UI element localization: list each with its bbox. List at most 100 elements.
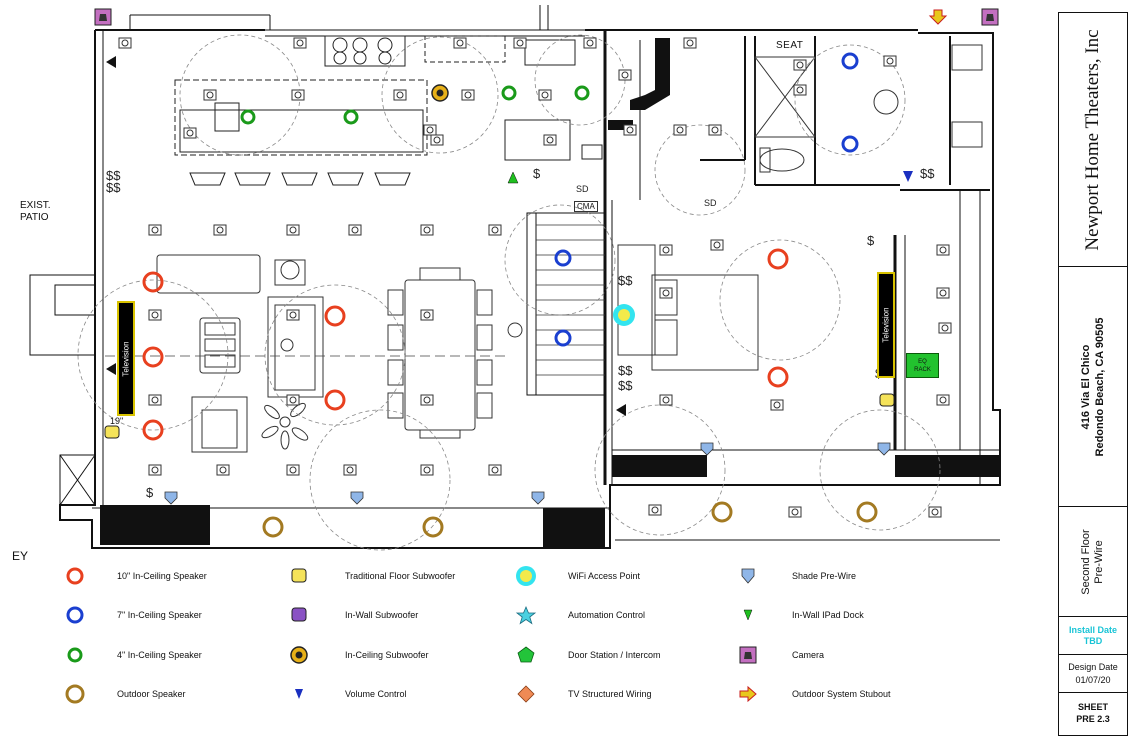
- legend-label: Shade Pre-Wire: [792, 571, 857, 581]
- volume-control: [903, 171, 913, 182]
- legend-label: 4" In-Ceiling Speaker: [117, 650, 202, 660]
- outdoor-stubout: [928, 9, 948, 25]
- legend-label: Volume Control: [345, 689, 407, 699]
- solid-wall-blocks: [100, 38, 1000, 548]
- svg-text:$: $: [533, 166, 541, 181]
- legend-label: Outdoor Speaker: [117, 689, 186, 699]
- cma-label: CMA: [574, 201, 598, 212]
- floor-plan: $$$$ $ $$ $$$$ $ $$ $ $ SD SD: [29, 5, 1001, 551]
- bed: [617, 244, 759, 371]
- ceiling-speaker-10in: [142, 346, 164, 368]
- television-living: Television: [117, 301, 135, 416]
- legend-label: Door Station / Intercom: [568, 650, 661, 660]
- legend-label: Automation Control: [568, 610, 646, 620]
- cameras: [94, 8, 999, 26]
- coverage-circles: [77, 34, 941, 551]
- address-line1: 416 Via El Chico: [1080, 344, 1092, 429]
- ceiling-speaker-10in: [767, 248, 789, 270]
- svg-text:$$: $$: [618, 378, 633, 393]
- design-date-cell: Design Date 01/07/20: [1059, 655, 1127, 693]
- stair-treads: [536, 224, 605, 376]
- ceiling-speaker-4in: [574, 85, 590, 101]
- shade-prewire: [877, 442, 891, 456]
- ceiling-speaker-10in: [324, 305, 346, 327]
- ceiling-speaker-10in: [324, 389, 346, 411]
- floor-subwoofers: [104, 393, 895, 439]
- seat-label: SEAT: [776, 40, 804, 51]
- television-bedroom: Television: [877, 272, 895, 378]
- ceiling-speaker-7in: [841, 135, 859, 153]
- outdoor-speaker: [711, 501, 733, 523]
- address-line2: Redondo Beach, CA 90505: [1094, 317, 1106, 456]
- outdoor-speaker: [422, 516, 444, 538]
- outdoor-speakers: [262, 501, 878, 538]
- sheet-number: PRE 2.3: [1076, 714, 1110, 724]
- legend: 10" In-Ceiling Speaker 7" In-Ceiling Spe…: [0, 560, 1050, 750]
- ceiling-speakers-7in: [554, 52, 859, 347]
- recessed-lights: [118, 37, 952, 518]
- ceiling-speaker-7in-icon: [66, 606, 84, 624]
- automation-control-icon: [515, 605, 537, 625]
- svg-text:$$: $$: [618, 363, 633, 378]
- sheet-title-cell: Second Floor Pre-Wire: [1059, 507, 1127, 617]
- legend-label: Traditional Floor Subwoofer: [345, 571, 456, 581]
- shade-prewire-icon: [741, 568, 755, 584]
- svg-text:$$: $$: [920, 166, 935, 181]
- ceiling-speaker-10in: [142, 271, 164, 293]
- ceiling-speaker-10in-icon: [66, 567, 84, 585]
- sheet-title-line2: Pre-Wire: [1093, 539, 1105, 584]
- svg-text:$$: $$: [618, 273, 633, 288]
- svg-text:$: $: [867, 233, 875, 248]
- door-station-icon: [517, 646, 535, 663]
- ceiling-speaker-4in-icon: [67, 647, 83, 663]
- legend-label: Outdoor System Stubout: [792, 689, 891, 699]
- shade-prewire: [164, 491, 178, 505]
- ceiling-speaker-10in: [767, 366, 789, 388]
- svg-text:$: $: [146, 485, 154, 500]
- television-label: Television: [881, 307, 891, 343]
- television-label: Television: [121, 340, 131, 377]
- kitchen-island: [174, 79, 428, 186]
- outdoor-speaker-icon: [65, 684, 85, 704]
- triangle-markers: [106, 56, 626, 416]
- ceiling-fan: [261, 402, 309, 450]
- ceiling-speaker-7in: [554, 249, 572, 267]
- legend-label: 7" In-Ceiling Speaker: [117, 610, 202, 620]
- ceiling-speaker-7in: [841, 52, 859, 70]
- ceiling-speaker-4in: [501, 85, 517, 101]
- address-cell: 416 Via El Chico Redondo Beach, CA 90505: [1059, 267, 1127, 507]
- company-cell: Newport Home Theaters, Inc: [1059, 13, 1127, 267]
- legend-label: WiFi Access Point: [568, 571, 641, 581]
- ceiling-speakers-10in: [142, 248, 789, 441]
- wifi-access-point-icon: [516, 566, 536, 586]
- install-date-label: Install Date: [1068, 625, 1117, 635]
- company-name: Newport Home Theaters, Inc: [1082, 28, 1103, 251]
- floor-subwoofer-icon: [291, 568, 307, 583]
- in-ceiling-subwoofer: [431, 84, 449, 102]
- legend-label: TV Structured Wiring: [568, 689, 652, 699]
- exist-patio-line2: PATIO: [20, 212, 49, 223]
- svg-text:$$: $$: [106, 180, 121, 195]
- wifi-access-point: [613, 304, 635, 326]
- shade-prewire: [700, 442, 714, 456]
- svg-text:SD: SD: [704, 198, 717, 208]
- design-date-value: 01/07/20: [1075, 675, 1111, 685]
- ceiling-speaker-4in: [240, 109, 256, 125]
- tv-structured-wiring-icon: [517, 685, 535, 703]
- svg-text:$$: $$: [106, 168, 121, 183]
- camera-icon: [739, 646, 757, 664]
- ceiling-speaker-7in: [554, 329, 572, 347]
- eq-rack-line1: EQ: [918, 359, 927, 365]
- key-fragment: EY: [12, 549, 29, 563]
- legend-label: Camera: [792, 650, 825, 660]
- ceiling-speaker-4in: [343, 109, 359, 125]
- shade-prewire: [350, 491, 364, 505]
- kitchen-counter: [324, 35, 603, 161]
- install-date-value: TBD: [1083, 636, 1103, 646]
- legend-label: 10" In-Ceiling Speaker: [117, 571, 207, 581]
- sheet-number-cell: SHEET PRE 2.3: [1059, 693, 1127, 735]
- exist-patio-line1: EXIST.: [20, 200, 51, 211]
- address: 416 Via El Chico Redondo Beach, CA 90505: [1079, 317, 1107, 456]
- design-date-label: Design Date: [1068, 662, 1118, 672]
- outdoor-stubout-icon: [739, 685, 757, 703]
